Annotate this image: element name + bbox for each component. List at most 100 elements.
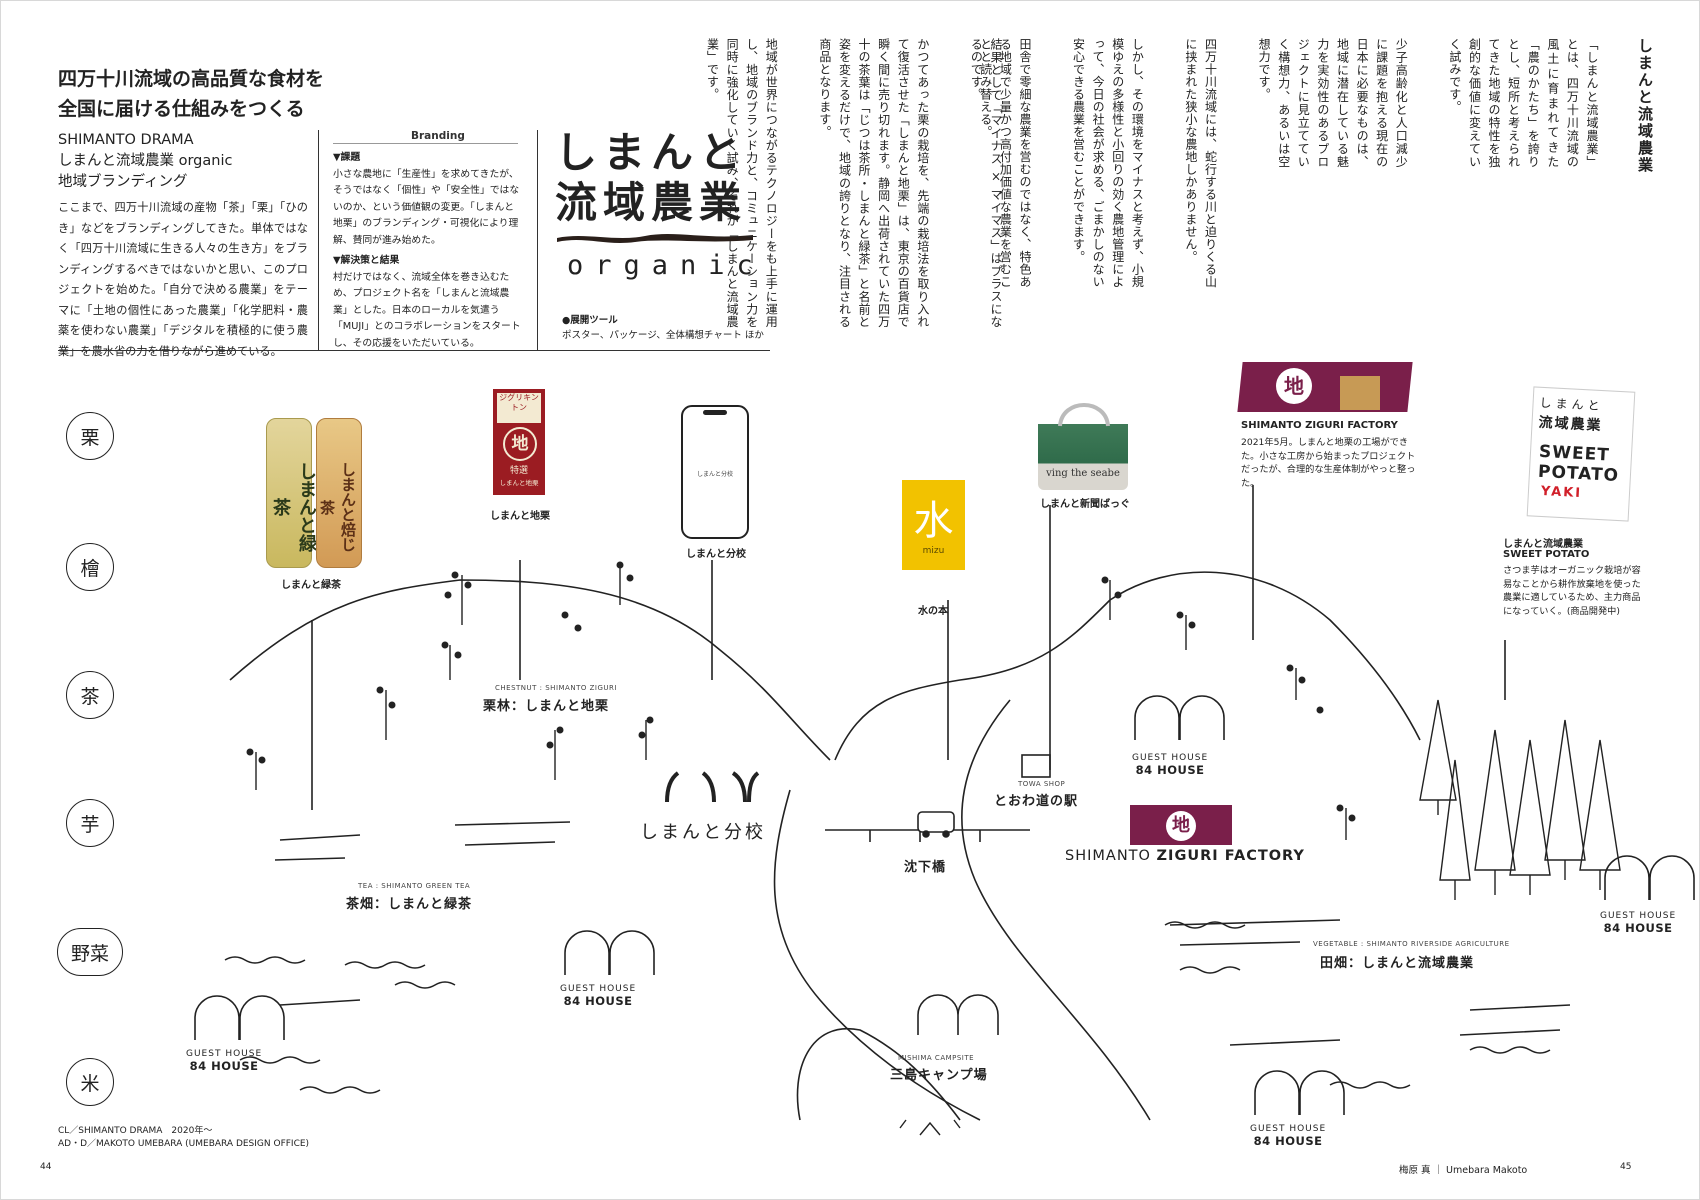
sp-title-2: SWEET POTATO [1503, 549, 1590, 560]
factory-photo-mark: 地 [1276, 368, 1312, 404]
book-product-label: 水の本 [918, 606, 948, 617]
logo-brush-stroke [557, 234, 753, 243]
credits: CL／SHIMANTO DRAMA 2020年〜 AD・D／MAKOTO UME… [58, 1125, 309, 1151]
paragraph-7: かつてあった栗の栽培を、先端の栽培法を取り入れて復活させた「しまんと地栗」は、東… [817, 38, 930, 328]
paragraph-5: 田舎で零細な農業を営むのではなく、特色ある地域で少量かつ高付加価値な農業を営むこ… [978, 38, 1032, 288]
gh-en: GUEST HOUSE [186, 1049, 263, 1059]
factory-photo-label: SHIMANTO ZIGURI FACTORY [1241, 420, 1398, 431]
paragraph-8: 地域が世界につながるテクノロジーをも上手に運用し、地域のブランド力と、コミュニケ… [705, 38, 779, 328]
paragraph-1: 「しまんと流域農業」とは、四万十川流域の風土に育まれてきた「農のかたち」を誇りと… [1447, 38, 1599, 168]
divider-1 [318, 130, 319, 350]
gh-en: GUEST HOUSE [1250, 1124, 1327, 1134]
right-column-text-2: 結果として「マイナス × マイマス」はプラスになるのです。 かつてあった栗の栽培… [702, 38, 1005, 348]
factory-photo: 地 [1237, 348, 1413, 416]
gh-jp: 84 HOUSE [1253, 1134, 1323, 1148]
phone-product-label: しまんと分校 [686, 549, 746, 560]
logo-line-1: しまんと [555, 128, 748, 177]
lead-line-1: 四万十川流域の高品質な食材を [58, 68, 325, 90]
page-number-left: 44 [40, 1162, 52, 1172]
gh-en: GUEST HOUSE [560, 984, 637, 994]
sp-pkg-5: YAKI [1540, 483, 1583, 502]
lead-headline: 四万十川流域の高品質な食材を 全国に届ける仕組みをつくる [58, 64, 324, 124]
towa-jp: とおわ道の駅 [994, 794, 1079, 809]
newspaper-bag: ving the seabe [1038, 424, 1128, 490]
vegetable-area-en: VEGETABLE : SHIMANTO RIVERSIDE AGRICULTU… [1313, 940, 1510, 948]
header-underline [58, 350, 770, 351]
intro-body: ここまで、四万十川流域の産物「茶」「栗」「ひのき」などをブランディングしてきた。… [58, 201, 308, 358]
phone-screen-text: しまんと分校 [696, 471, 733, 478]
right-mountain-outline [834, 571, 1421, 761]
factory-building [1237, 362, 1413, 412]
factory-door [1340, 376, 1380, 410]
right-column-text: しまんと流域農業 「しまんと流域農業」とは、四万十川流域の風土に育まれてきた「農… [975, 38, 1656, 348]
paragraph-4: しかし、その環境をマイナスと考えず、小規模ゆえの多様性と小回りの効く農地管理によ… [1071, 38, 1145, 288]
chestnut-pkg-bottom: 特選 [509, 466, 528, 476]
chestnut-product-label: しまんと地栗 [490, 511, 550, 522]
chestnut-area-en: CHESTNUT : SHIMANTO ZIGURI [495, 684, 617, 692]
bag-handle [1058, 403, 1110, 427]
chestnut-package: ジグリキントン 地 特選 しまんと地栗 [493, 389, 545, 495]
crop-potato: 芋 [66, 799, 114, 847]
book-char: 水 [913, 498, 954, 544]
phone-device: しまんと分校 [681, 405, 749, 539]
solution-text: 村だけではなく、流域全体を巻き込むため、プロジェクト名を「しまんと流域農業」とし… [333, 271, 521, 349]
bag-print: ving the seabe [1046, 468, 1120, 479]
paragraph-2: 少子高齢化と人口減少に課題を抱える現在の日本に必要なものは、地域に潜在している魅… [1257, 38, 1409, 168]
brand-logo: しまんと 流域農業 organic [555, 128, 770, 281]
logo-organic: organic [567, 250, 765, 281]
campsite-jp: 三島キャンプ場 [890, 1068, 988, 1083]
green-tea-text: しまんと緑茶 [270, 462, 317, 552]
towa-en: TOWA SHOP [1018, 780, 1066, 788]
sp-desc: さつま芋はオーガニック栽培が容易なことから耕作放棄地を使った農業に適しているため… [1503, 565, 1641, 617]
branding-rule [333, 143, 518, 144]
sp-pkg-2: 流域農業 [1538, 414, 1603, 435]
factory-map-label: SHIMANTO ZIGURI FACTORY [1065, 848, 1305, 864]
solution-heading: ▼解決策と結果 [333, 255, 400, 266]
tools-text: ポスター、パッケージ、全体構想チャート ほか [562, 330, 764, 341]
gh-en: GUEST HOUSE [1132, 753, 1209, 763]
school-logo-text: しまんと分校 [640, 822, 766, 843]
chestnut-pkg-name: しまんと地栗 [499, 479, 539, 487]
crop-vegetable: 野菜 [57, 928, 123, 976]
divider-2 [537, 130, 538, 350]
crop-tea: 茶 [66, 671, 114, 719]
river-right-bank [961, 699, 1151, 1121]
crop-chestnut: 栗 [66, 412, 114, 460]
project-name: しまんと流域農業 organic [58, 153, 233, 169]
right-title: しまんと流域農業 [1636, 38, 1654, 174]
gh-jp: 84 HOUSE [1603, 921, 1673, 935]
hojicha-text: しまんと焙じ茶 [318, 462, 357, 552]
factory-sign-mark: 地 [1166, 811, 1196, 841]
project-category: 地域ブランディング [58, 174, 188, 190]
green-tea-bottle: しまんと緑茶 [266, 418, 317, 568]
gh-jp: 84 HOUSE [563, 994, 633, 1008]
left-mountain-outline [229, 579, 831, 761]
sp-pkg-1: しまんと [1539, 395, 1604, 414]
tea-area-jp: 茶畑：しまんと緑茶 [346, 897, 473, 912]
campsite-curve [796, 1027, 961, 1121]
chestnut-pkg-mark: 地 [503, 427, 537, 461]
bag-product-label: しまんと新聞ばっぐ [1040, 499, 1130, 510]
gh-jp: 84 HOUSE [189, 1059, 259, 1073]
gh-jp: 84 HOUSE [1135, 763, 1205, 777]
campsite-en: MISHIMA CAMPSITE [898, 1054, 975, 1062]
author-name: 梅原 真 ｜ Umebara Makoto [1399, 1165, 1528, 1176]
page-number-right: 45 [1620, 1162, 1632, 1172]
paragraph-3: 四万十川流域には、蛇行する川と迫りくる山に挟まれた狭小な農地しかありません。 [1183, 38, 1218, 288]
crop-cypress: 檜 [66, 543, 114, 591]
tea-area-en: TEA : SHIMANTO GREEN TEA [358, 882, 471, 890]
book-sub: mizu [922, 546, 945, 556]
sp-title-1: しまんと流域農業 [1503, 539, 1583, 550]
sweet-potato-package: しまんと 流域農業 SWEET POTATO YAKI [1526, 386, 1636, 522]
sp-pkg-4: POTATO [1537, 461, 1620, 487]
bridge-label: 沈下橋 [904, 860, 947, 875]
factory-label-2: ZIGURI FACTORY [1156, 848, 1305, 864]
factory-label-1: SHIMANTO [1065, 848, 1151, 864]
hojicha-bottle: しまんと焙じ茶 [316, 418, 362, 568]
issue-text: 小さな農地に「生産性」を求めてきたが、そうではなく「個性」や「安全性」ではないの… [333, 168, 520, 246]
factory-desc: 2021年5月。しまんと地栗の工場ができた。小さな工房から始まったプロジェクトだ… [1241, 437, 1416, 489]
